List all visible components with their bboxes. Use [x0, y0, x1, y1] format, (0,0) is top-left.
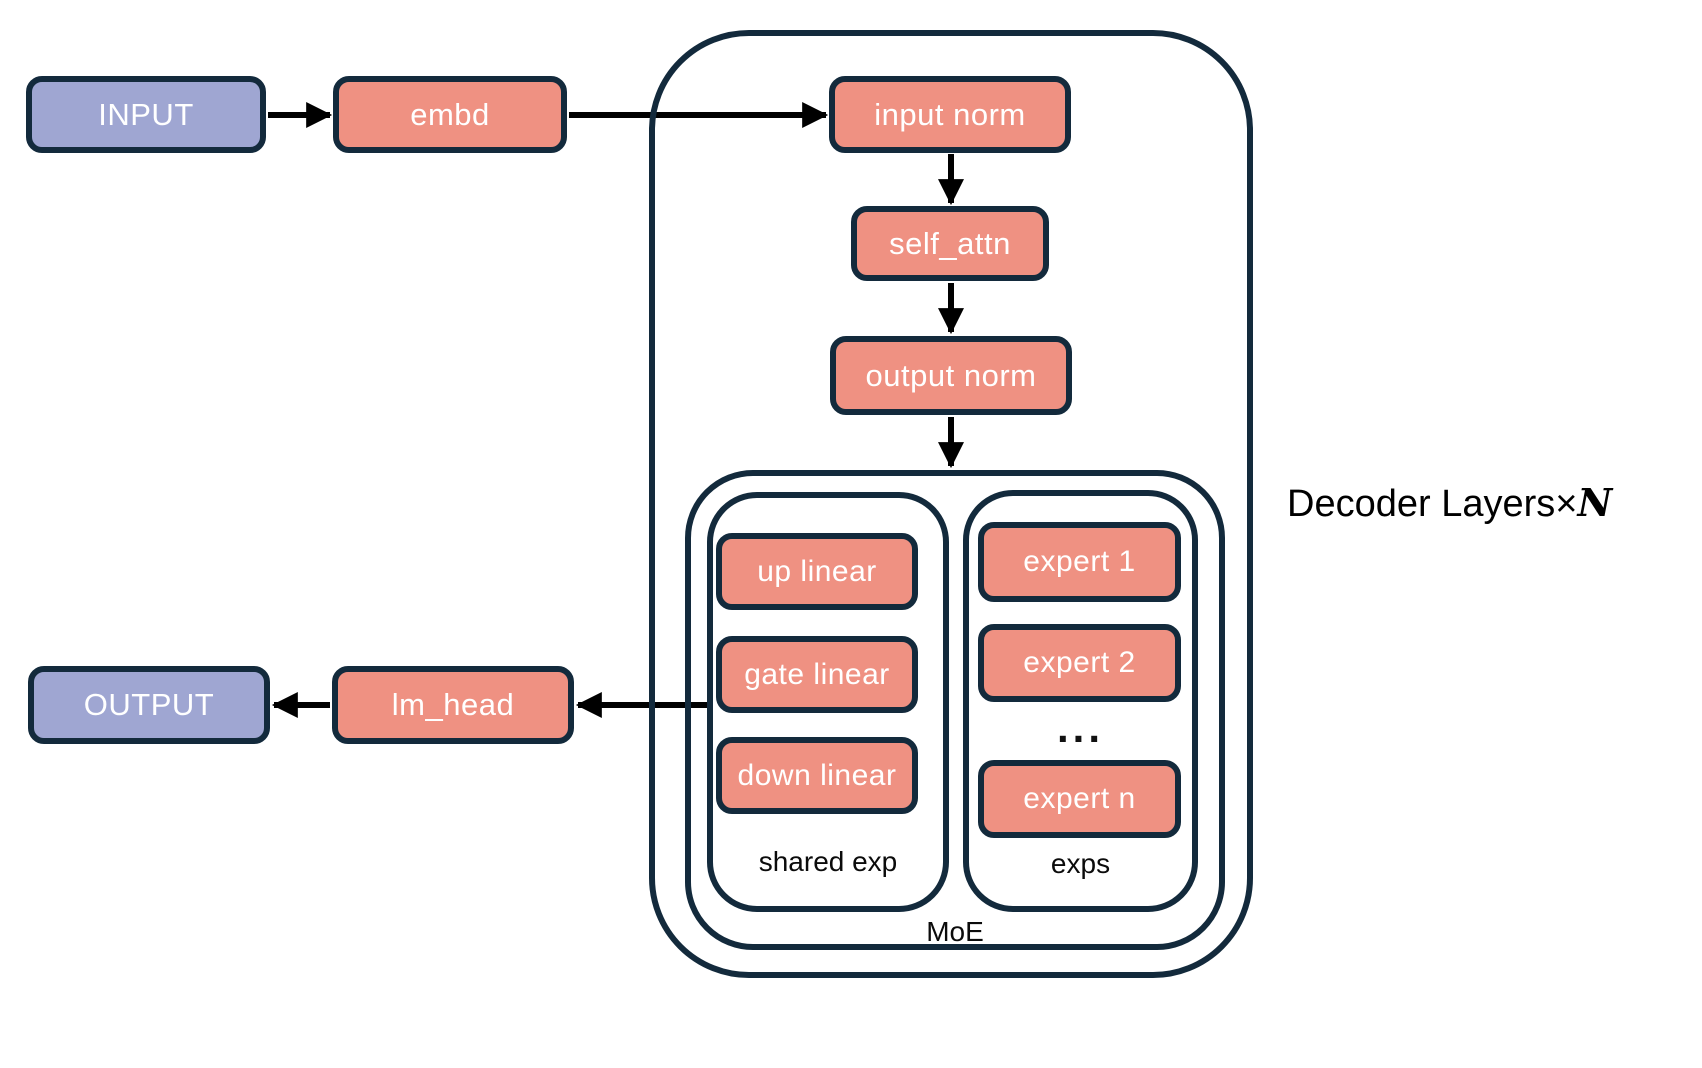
exps-label: exps: [1050, 848, 1111, 879]
experts-ellipsis: ...: [1056, 704, 1104, 751]
moe-label: MoE: [926, 916, 984, 947]
shared-exp-label: shared exp: [758, 846, 898, 877]
shared-exp-container: [707, 492, 949, 912]
down-linear-node: down linear: [716, 737, 918, 814]
up-linear-node: up linear: [716, 533, 918, 610]
decoder-layers-title-text: Decoder Layers×: [1287, 483, 1578, 525]
moe-container: [685, 470, 1225, 950]
input-norm-node: input norm: [829, 76, 1071, 153]
output-node: OUTPUT: [28, 666, 270, 744]
expert-n-node: expert n: [978, 760, 1181, 838]
output-norm-node: output norm: [830, 336, 1072, 415]
exps-container: [963, 490, 1198, 912]
decoder-layers-title: Decoder Layers×N: [1287, 480, 1612, 526]
input-node: INPUT: [26, 76, 266, 153]
embd-node: embd: [333, 76, 567, 153]
self-attn-node: self_attn: [851, 206, 1049, 281]
decoder-layers-container: [649, 30, 1253, 978]
gate-linear-node: gate linear: [716, 636, 918, 713]
expert-2-node: expert 2: [978, 624, 1181, 702]
decoder-layers-n: N: [1577, 480, 1613, 525]
expert-1-node: expert 1: [978, 522, 1181, 602]
lm-head-node: lm_head: [332, 666, 574, 744]
